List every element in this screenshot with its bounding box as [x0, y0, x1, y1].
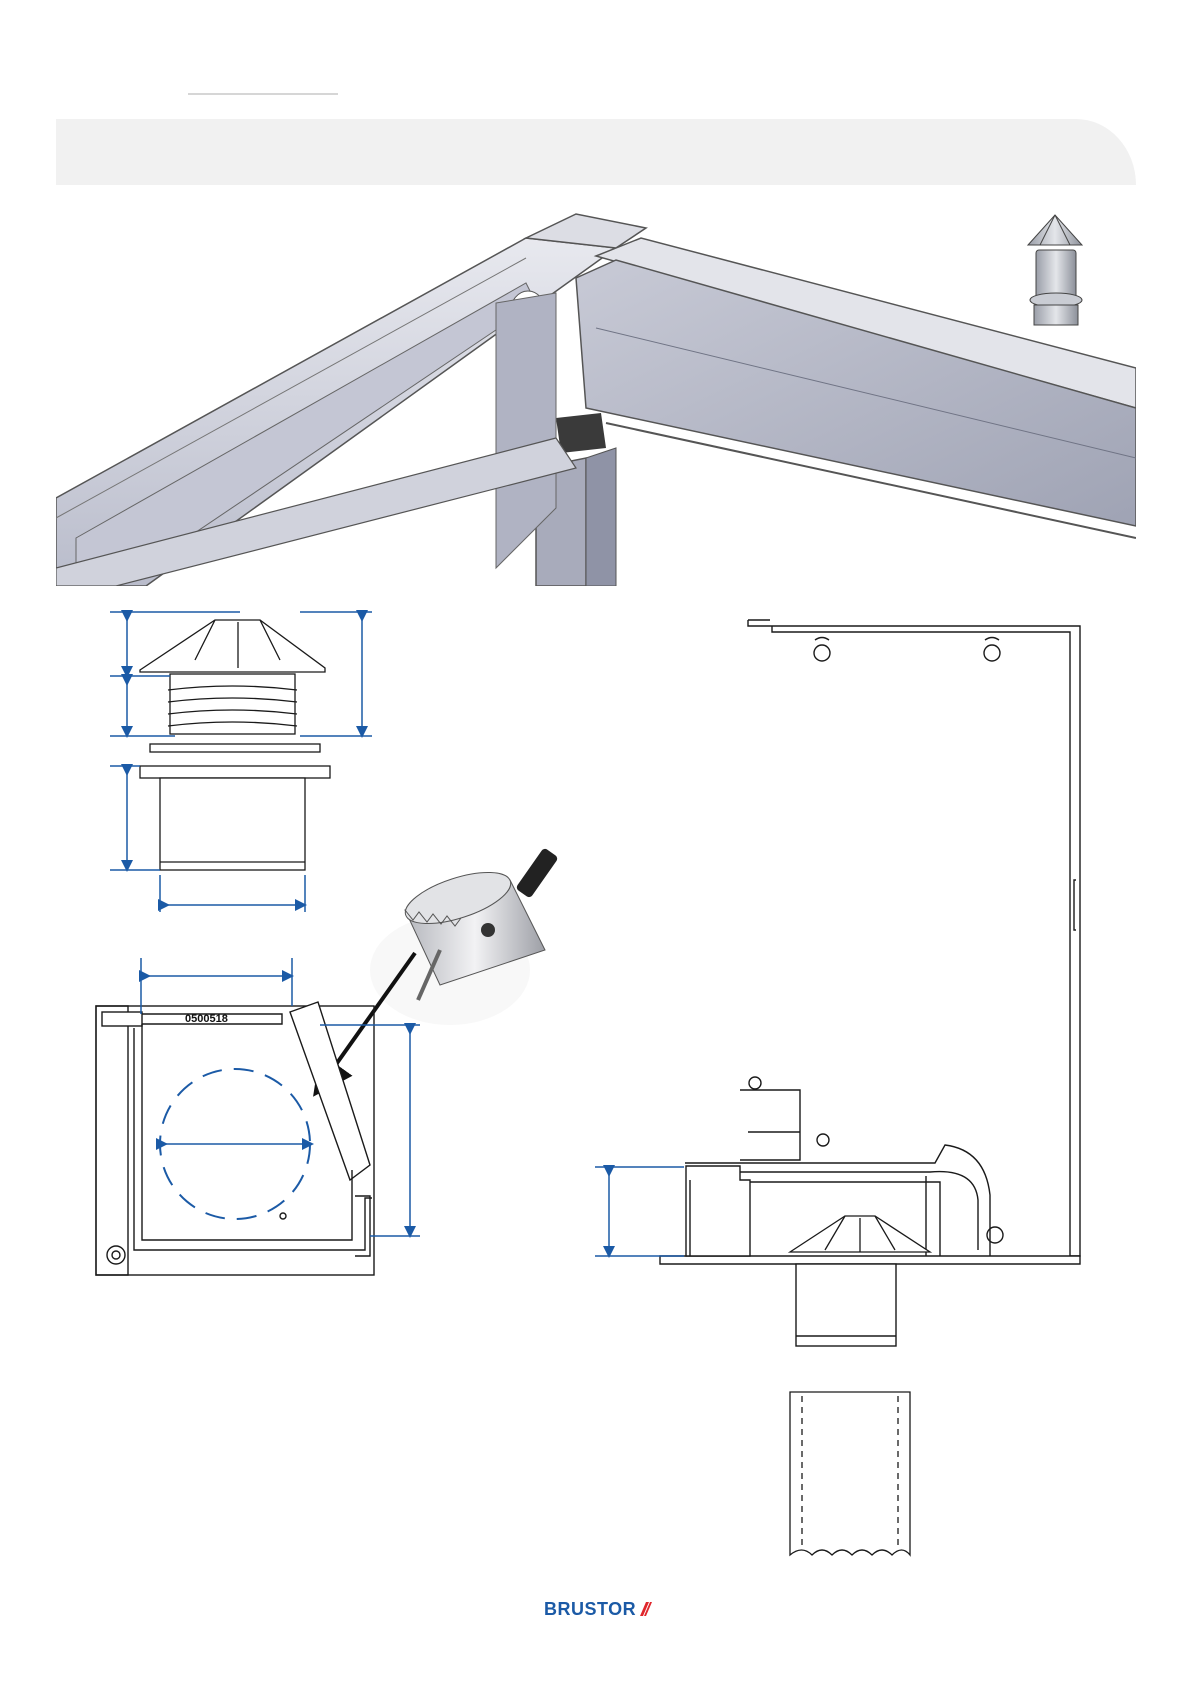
brand-logo-text: BRUSTOR: [544, 1599, 636, 1620]
profile-code: 0500518: [185, 1013, 228, 1025]
drain-cap-render: [1028, 215, 1082, 325]
gutter-dimension: [595, 1167, 684, 1256]
brand-mark-icon: [638, 1600, 652, 1618]
drain-in-section: [790, 1216, 930, 1252]
downpipe: [790, 1392, 910, 1555]
brand-logo: BRUSTOR: [544, 1598, 652, 1620]
hole-saw-render: [370, 847, 559, 1025]
drain-exploded-view: [140, 620, 330, 870]
corner-profile-section: [96, 1002, 374, 1275]
profile-dimensions: [141, 958, 420, 1236]
